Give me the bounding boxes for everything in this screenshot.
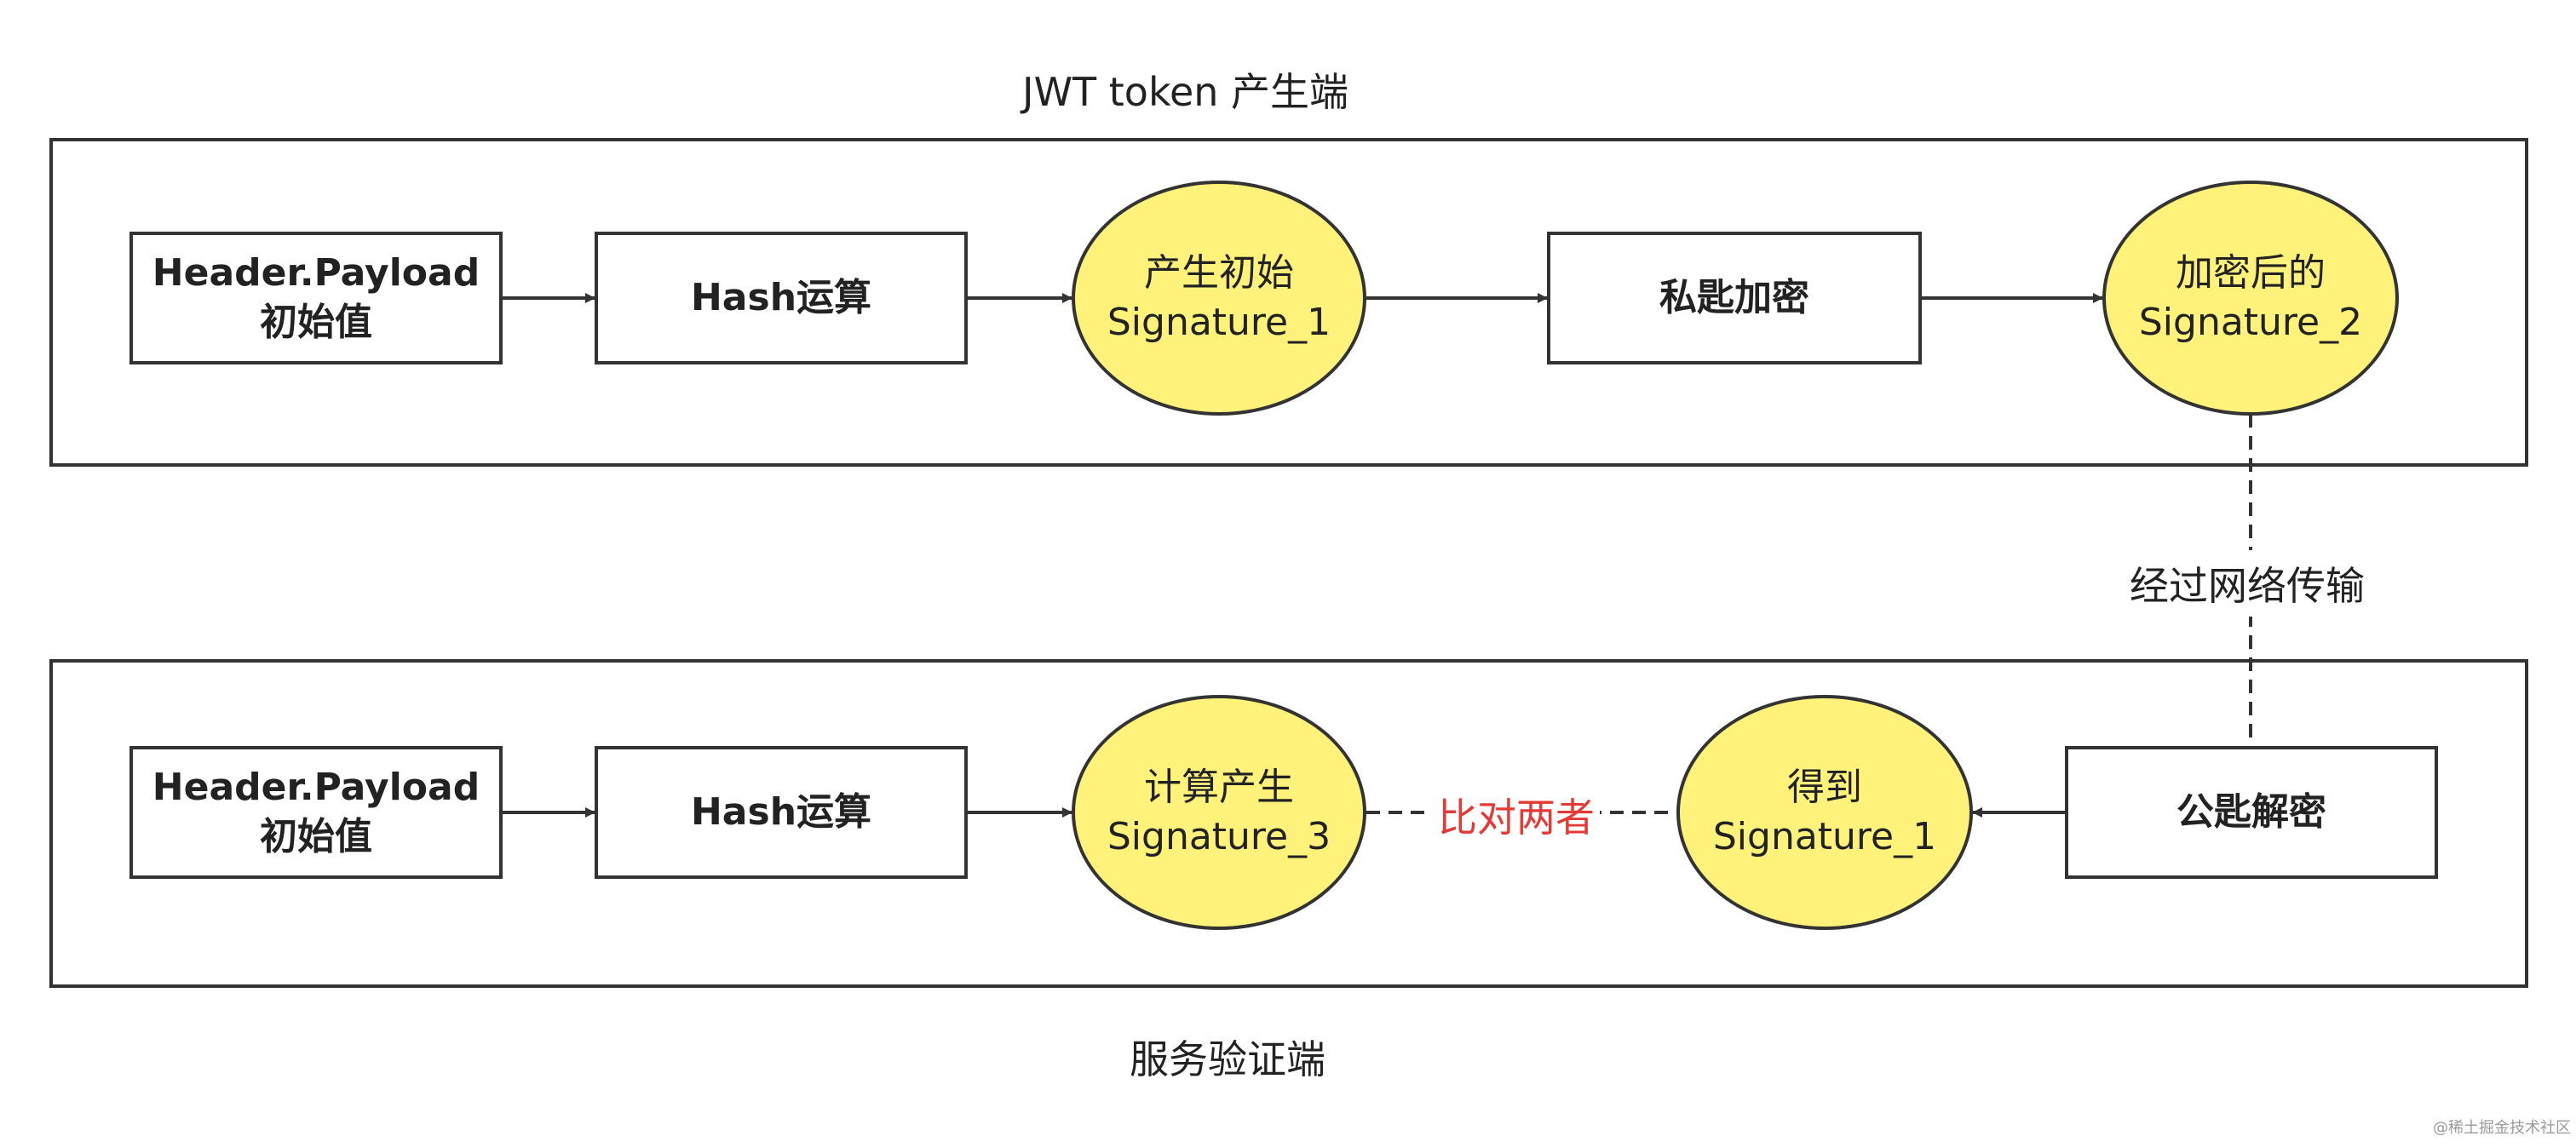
producer-header-payload-line1: Header.Payload [152,251,480,295]
producer-encrypted-signature-line1: 加密后的 [2176,251,2326,295]
producer-encrypted-signature-node: 加密后的 Signature_2 [2102,181,2399,416]
verifier-obtained-signature-line1: 得到 [1787,766,1862,809]
producer-hash-node: Hash运算 [595,232,968,364]
producer-hash-label: Hash运算 [690,276,872,319]
verifier-obtained-signature-node: 得到 Signature_1 [1676,695,1973,930]
producer-encrypted-signature-line2: Signature_2 [2138,301,2363,344]
producer-initial-signature-node: 产生初始 Signature_1 [1072,181,1366,416]
verifier-obtained-signature-line2: Signature_1 [1712,815,1937,858]
producer-header-payload-line2: 初始值 [260,301,372,344]
verifier-hash-node: Hash运算 [595,746,968,879]
producer-header-payload-node: Header.Payload 初始值 [129,232,503,364]
verifier-header-payload-line1: Header.Payload [152,766,480,809]
producer-initial-signature-line1: 产生初始 [1144,251,1294,295]
verifier-computed-signature-line1: 计算产生 [1144,766,1294,809]
compare-label: 比对两者 [1433,787,1600,843]
verifier-public-key-decrypt-node: 公匙解密 [2065,746,2438,879]
producer-title: JWT token 产生端 [1022,69,1349,115]
producer-initial-signature-line2: Signature_1 [1107,301,1331,344]
verifier-hash-label: Hash运算 [690,790,872,834]
verifier-header-payload-line2: 初始值 [260,815,372,858]
verifier-title: 服务验证端 [1130,1036,1325,1082]
verifier-header-payload-node: Header.Payload 初始值 [129,746,503,879]
verifier-computed-signature-node: 计算产生 Signature_3 [1072,695,1366,930]
producer-private-key-encrypt-node: 私匙加密 [1547,232,1922,364]
verifier-computed-signature-line2: Signature_3 [1107,815,1331,858]
watermark: @稀土掘金技术社区 [2433,1119,2571,1137]
verifier-public-key-decrypt-label: 公匙解密 [2176,790,2326,834]
network-transfer-label: 经过网络传输 [2123,550,2372,617]
producer-private-key-encrypt-label: 私匙加密 [1659,276,1809,319]
